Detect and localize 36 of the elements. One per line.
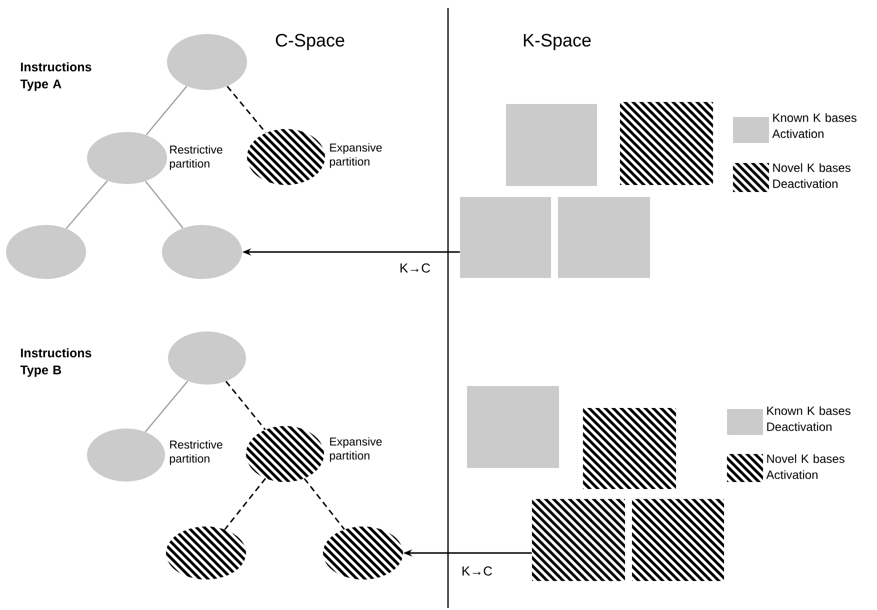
legend-text: Novel K bases Deactivation [773,163,850,188]
connector-line [66,180,108,229]
connector-line [144,380,188,432]
square [467,386,559,468]
dashed-line [226,86,266,134]
hatched-square [632,499,724,581]
oval [162,225,242,279]
square [558,197,650,278]
hatched-square [583,408,676,489]
legend-text: Known K bases Deactivation [767,406,850,431]
oval [167,34,247,90]
oval [87,132,167,184]
connector-line [145,180,184,228]
dashed-line [225,380,266,430]
dashed-line [224,478,266,530]
oval [168,332,246,384]
square [506,104,597,186]
square [460,197,551,278]
dashed-line [304,478,345,530]
node-caption: Restrictive partition [170,145,222,170]
section-heading: Instructions Type B [20,348,92,377]
edge-label: K→C [460,565,494,577]
oval [87,428,165,482]
hatched-square [532,499,625,581]
legend-text: Novel K bases Activation [766,454,844,479]
connector-line [146,86,188,136]
node-caption: Expansive partition [330,437,382,462]
node-caption: Expansive partition [330,143,382,168]
legend-text: Known K bases Activation [772,113,856,138]
section-heading: Instructions Type A [20,62,92,91]
edge-label: K→C [398,262,432,274]
oval [6,225,86,279]
node-caption: Restrictive partition [170,440,222,465]
hatched-square [620,102,713,185]
space-heading: C-Space [276,34,344,50]
space-heading: K-Space [524,34,591,50]
